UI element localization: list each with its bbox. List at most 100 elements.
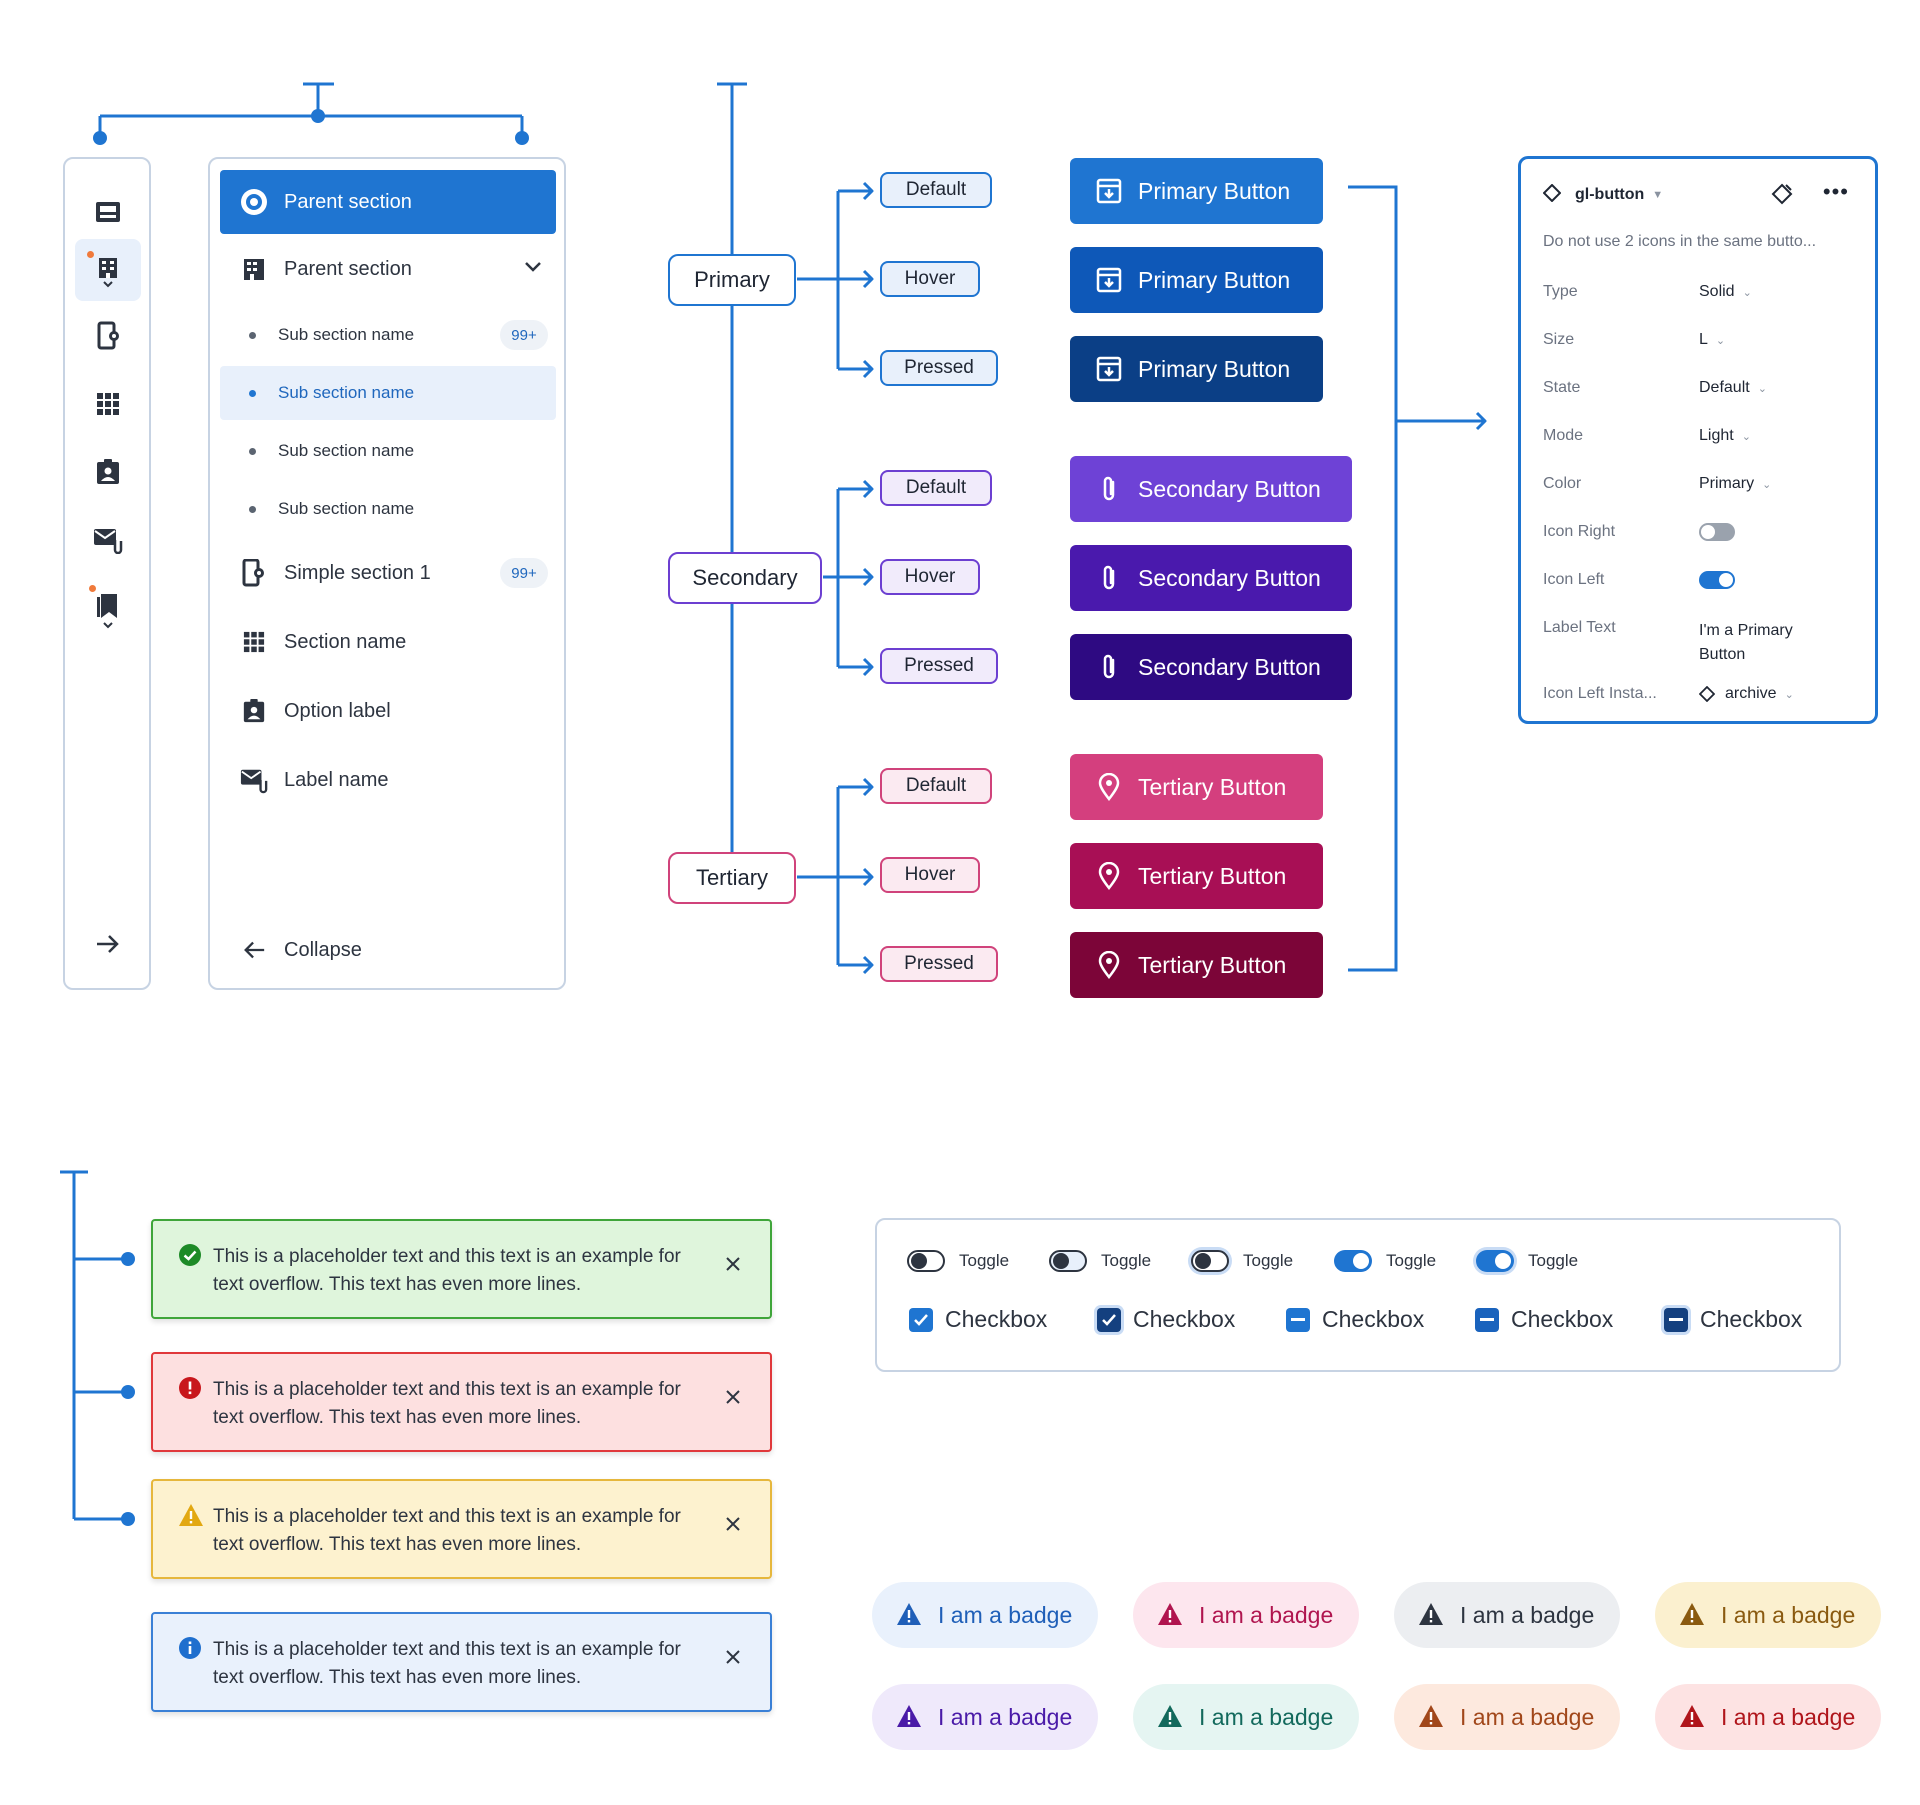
checkbox-checked[interactable]: [1097, 1307, 1121, 1332]
prop-value[interactable]: L⌄: [1699, 331, 1725, 349]
bookmark-icon[interactable]: [75, 579, 141, 641]
secondary-button-default[interactable]: Secondary Button: [1070, 456, 1352, 522]
checkbox-1[interactable]: Checkbox: [909, 1306, 1047, 1333]
toggle-1[interactable]: Toggle: [907, 1250, 1009, 1272]
button-label: Secondary Button: [1138, 475, 1321, 502]
close-icon[interactable]: [726, 1384, 740, 1410]
building-icon[interactable]: [75, 239, 141, 301]
checkbox-2[interactable]: Checkbox: [1097, 1306, 1235, 1333]
archive-icon: [1096, 178, 1122, 204]
alert-text: This is a placeholder text and this text…: [213, 1506, 681, 1555]
nav-item-label-name[interactable]: Label name: [220, 750, 556, 810]
nav-sub-item[interactable]: Sub section name: [220, 482, 556, 536]
nav-item-label: Parent section: [284, 190, 412, 213]
toggle-label: Toggle: [959, 1251, 1010, 1270]
checkbox-indeterminate[interactable]: [1664, 1307, 1688, 1332]
toggle-switch[interactable]: [1049, 1250, 1087, 1272]
checkbox-indeterminate[interactable]: [1286, 1307, 1310, 1332]
nav-item-parent-active[interactable]: Parent section: [220, 170, 556, 234]
warning-triangle-icon: [1418, 1704, 1446, 1730]
controls-panel: Toggle Toggle Toggle Toggle Toggle Checkbox C…: [875, 1218, 1841, 1372]
icon-rail: [63, 157, 151, 990]
bullet-icon: [249, 331, 256, 339]
close-icon[interactable]: [726, 1511, 740, 1537]
checkbox-4[interactable]: Checkbox: [1475, 1306, 1613, 1333]
swap-instance-icon[interactable]: [1771, 183, 1793, 210]
prop-value[interactable]: I'm a Primary Button: [1699, 619, 1809, 667]
prop-key: Size: [1543, 331, 1575, 348]
chevron-down-icon[interactable]: ▼: [1652, 189, 1664, 201]
nav-item-option[interactable]: Option label: [220, 681, 556, 741]
collapse-label: Collapse: [284, 938, 362, 961]
badge: I am a badge: [1655, 1684, 1881, 1750]
badge-icon[interactable]: [75, 441, 141, 503]
warning-triangle-icon: [896, 1602, 924, 1628]
close-icon[interactable]: [726, 1251, 740, 1277]
checkbox-3[interactable]: Checkbox: [1286, 1306, 1424, 1333]
archive-icon: [1096, 267, 1122, 293]
nav-item-parent[interactable]: Parent section: [220, 239, 556, 299]
toggle-4[interactable]: Toggle: [1334, 1250, 1436, 1272]
prop-value[interactable]: Light⌄: [1699, 427, 1751, 445]
prop-value[interactable]: Solid⌄: [1699, 283, 1752, 301]
prop-key: Label Text: [1543, 619, 1616, 636]
close-icon[interactable]: [726, 1644, 740, 1670]
nav-item-simple-section[interactable]: Simple section 1 99+: [220, 543, 556, 603]
primary-button-default[interactable]: Primary Button: [1070, 158, 1323, 224]
tertiary-button-hover[interactable]: Tertiary Button: [1070, 843, 1323, 909]
prop-value[interactable]: archive⌄: [1699, 685, 1794, 703]
prop-key: Mode: [1543, 427, 1584, 444]
state-pressed: Pressed: [880, 648, 998, 684]
collapse-button[interactable]: Collapse: [220, 920, 556, 980]
paperclip-icon: [1096, 565, 1122, 591]
nav-sub-item[interactable]: Sub section name: [220, 424, 556, 478]
secondary-button-hover[interactable]: Secondary Button: [1070, 545, 1352, 611]
prop-toggle[interactable]: [1699, 571, 1735, 589]
toggle-5[interactable]: Toggle: [1476, 1250, 1578, 1272]
tertiary-button-pressed[interactable]: Tertiary Button: [1070, 932, 1323, 998]
alert-warning: This is a placeholder text and this text…: [151, 1479, 772, 1579]
prop-value[interactable]: [1699, 523, 1735, 541]
prop-value[interactable]: [1699, 571, 1735, 589]
tertiary-button-default[interactable]: Tertiary Button: [1070, 754, 1323, 820]
category-tertiary: Tertiary: [668, 852, 796, 904]
chevron-down-icon[interactable]: [524, 260, 542, 278]
toggle-knob: [1053, 1253, 1069, 1269]
prop-value[interactable]: Primary⌄: [1699, 475, 1771, 493]
prop-value-text: Primary: [1699, 475, 1755, 492]
checkbox-5[interactable]: Checkbox: [1664, 1306, 1802, 1333]
mail-attachment-icon[interactable]: [75, 509, 141, 571]
mobile-settings-icon[interactable]: [75, 305, 141, 367]
prop-value[interactable]: Default⌄: [1699, 379, 1767, 397]
nav-sub-item-selected[interactable]: Sub section name: [220, 366, 556, 420]
secondary-button-pressed[interactable]: Secondary Button: [1070, 634, 1352, 700]
primary-button-hover[interactable]: Primary Button: [1070, 247, 1323, 313]
checkbox-indeterminate[interactable]: [1475, 1307, 1499, 1332]
nav-sub-item[interactable]: Sub section name 99+: [220, 308, 556, 362]
building-icon: [240, 255, 268, 283]
nav-item-section[interactable]: Section name: [220, 612, 556, 672]
count-badge: 99+: [500, 558, 548, 588]
component-name[interactable]: gl-button: [1575, 186, 1645, 203]
button-label: Primary Button: [1138, 266, 1291, 293]
toggle-switch[interactable]: [1334, 1250, 1372, 1272]
toggle-switch[interactable]: [1191, 1250, 1229, 1272]
toggle-3[interactable]: Toggle: [1191, 1250, 1293, 1272]
toggle-2[interactable]: Toggle: [1049, 1250, 1151, 1272]
grid-icon[interactable]: [75, 373, 141, 435]
arrow-right-icon[interactable]: [75, 913, 141, 975]
inbox-icon[interactable]: [75, 181, 141, 243]
checkbox-checked[interactable]: [909, 1307, 933, 1332]
primary-button-pressed[interactable]: Primary Button: [1070, 336, 1323, 402]
chevron-down-icon: ⌄: [1715, 334, 1726, 347]
more-options-icon[interactable]: •••: [1822, 179, 1849, 204]
prop-value-text: L: [1699, 331, 1708, 348]
checkbox-label: Checkbox: [1511, 1306, 1614, 1332]
toggle-switch[interactable]: [907, 1250, 945, 1272]
toggle-knob: [1495, 1253, 1511, 1269]
badge: I am a badge: [872, 1582, 1098, 1648]
prop-toggle[interactable]: [1699, 523, 1735, 541]
nav-item-label: Parent section: [284, 257, 412, 280]
mail-attachment-icon: [240, 766, 268, 794]
toggle-switch[interactable]: [1476, 1250, 1514, 1272]
